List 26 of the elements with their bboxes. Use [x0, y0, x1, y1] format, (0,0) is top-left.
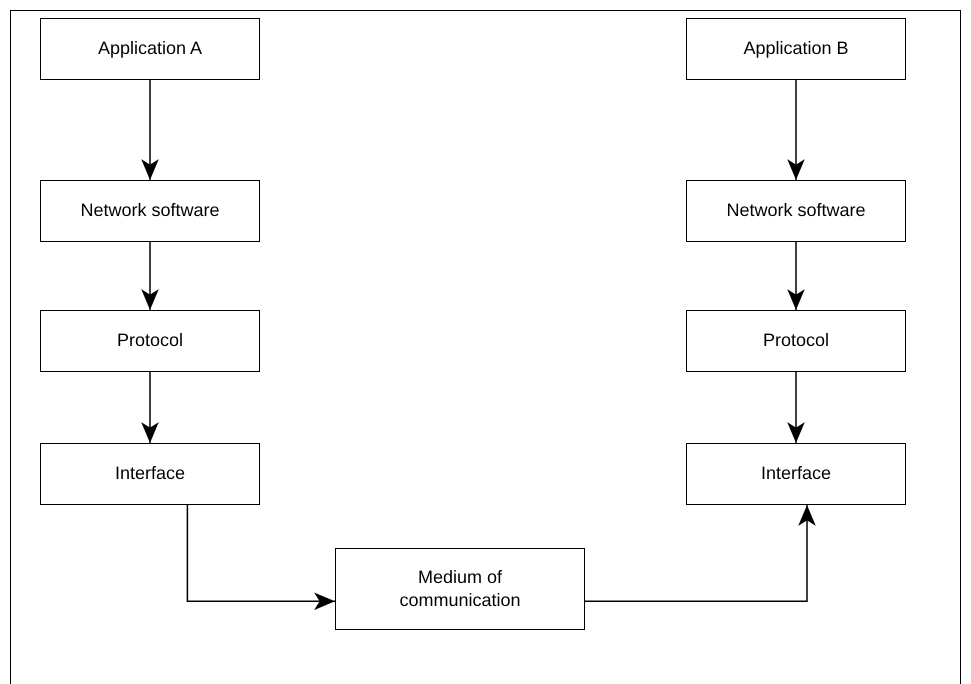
box-label: Application A — [98, 37, 202, 60]
process-box — [40, 180, 260, 242]
process-box — [686, 18, 906, 80]
arrow — [787, 80, 805, 180]
box-label: Application B — [743, 37, 849, 60]
process-box — [335, 548, 585, 630]
arrow — [141, 80, 159, 180]
arrow — [585, 505, 816, 602]
box-label: Network software — [726, 199, 866, 222]
process-box — [40, 18, 260, 80]
process-box — [40, 310, 260, 372]
box-label: Protocol — [116, 329, 184, 352]
process-box — [686, 443, 906, 505]
arrow — [787, 242, 805, 310]
process-box — [686, 310, 906, 372]
box-label: Interface — [114, 462, 186, 486]
arrow — [141, 242, 159, 310]
arrow — [787, 372, 805, 443]
box-label: Medium of communication — [398, 566, 522, 612]
arrow — [186, 505, 335, 610]
box-label: Interface — [760, 462, 832, 486]
process-box — [686, 180, 906, 242]
box-label: Network software — [80, 199, 220, 222]
process-box — [40, 443, 260, 505]
box-label: Protocol — [762, 329, 830, 352]
arrow — [141, 372, 159, 443]
